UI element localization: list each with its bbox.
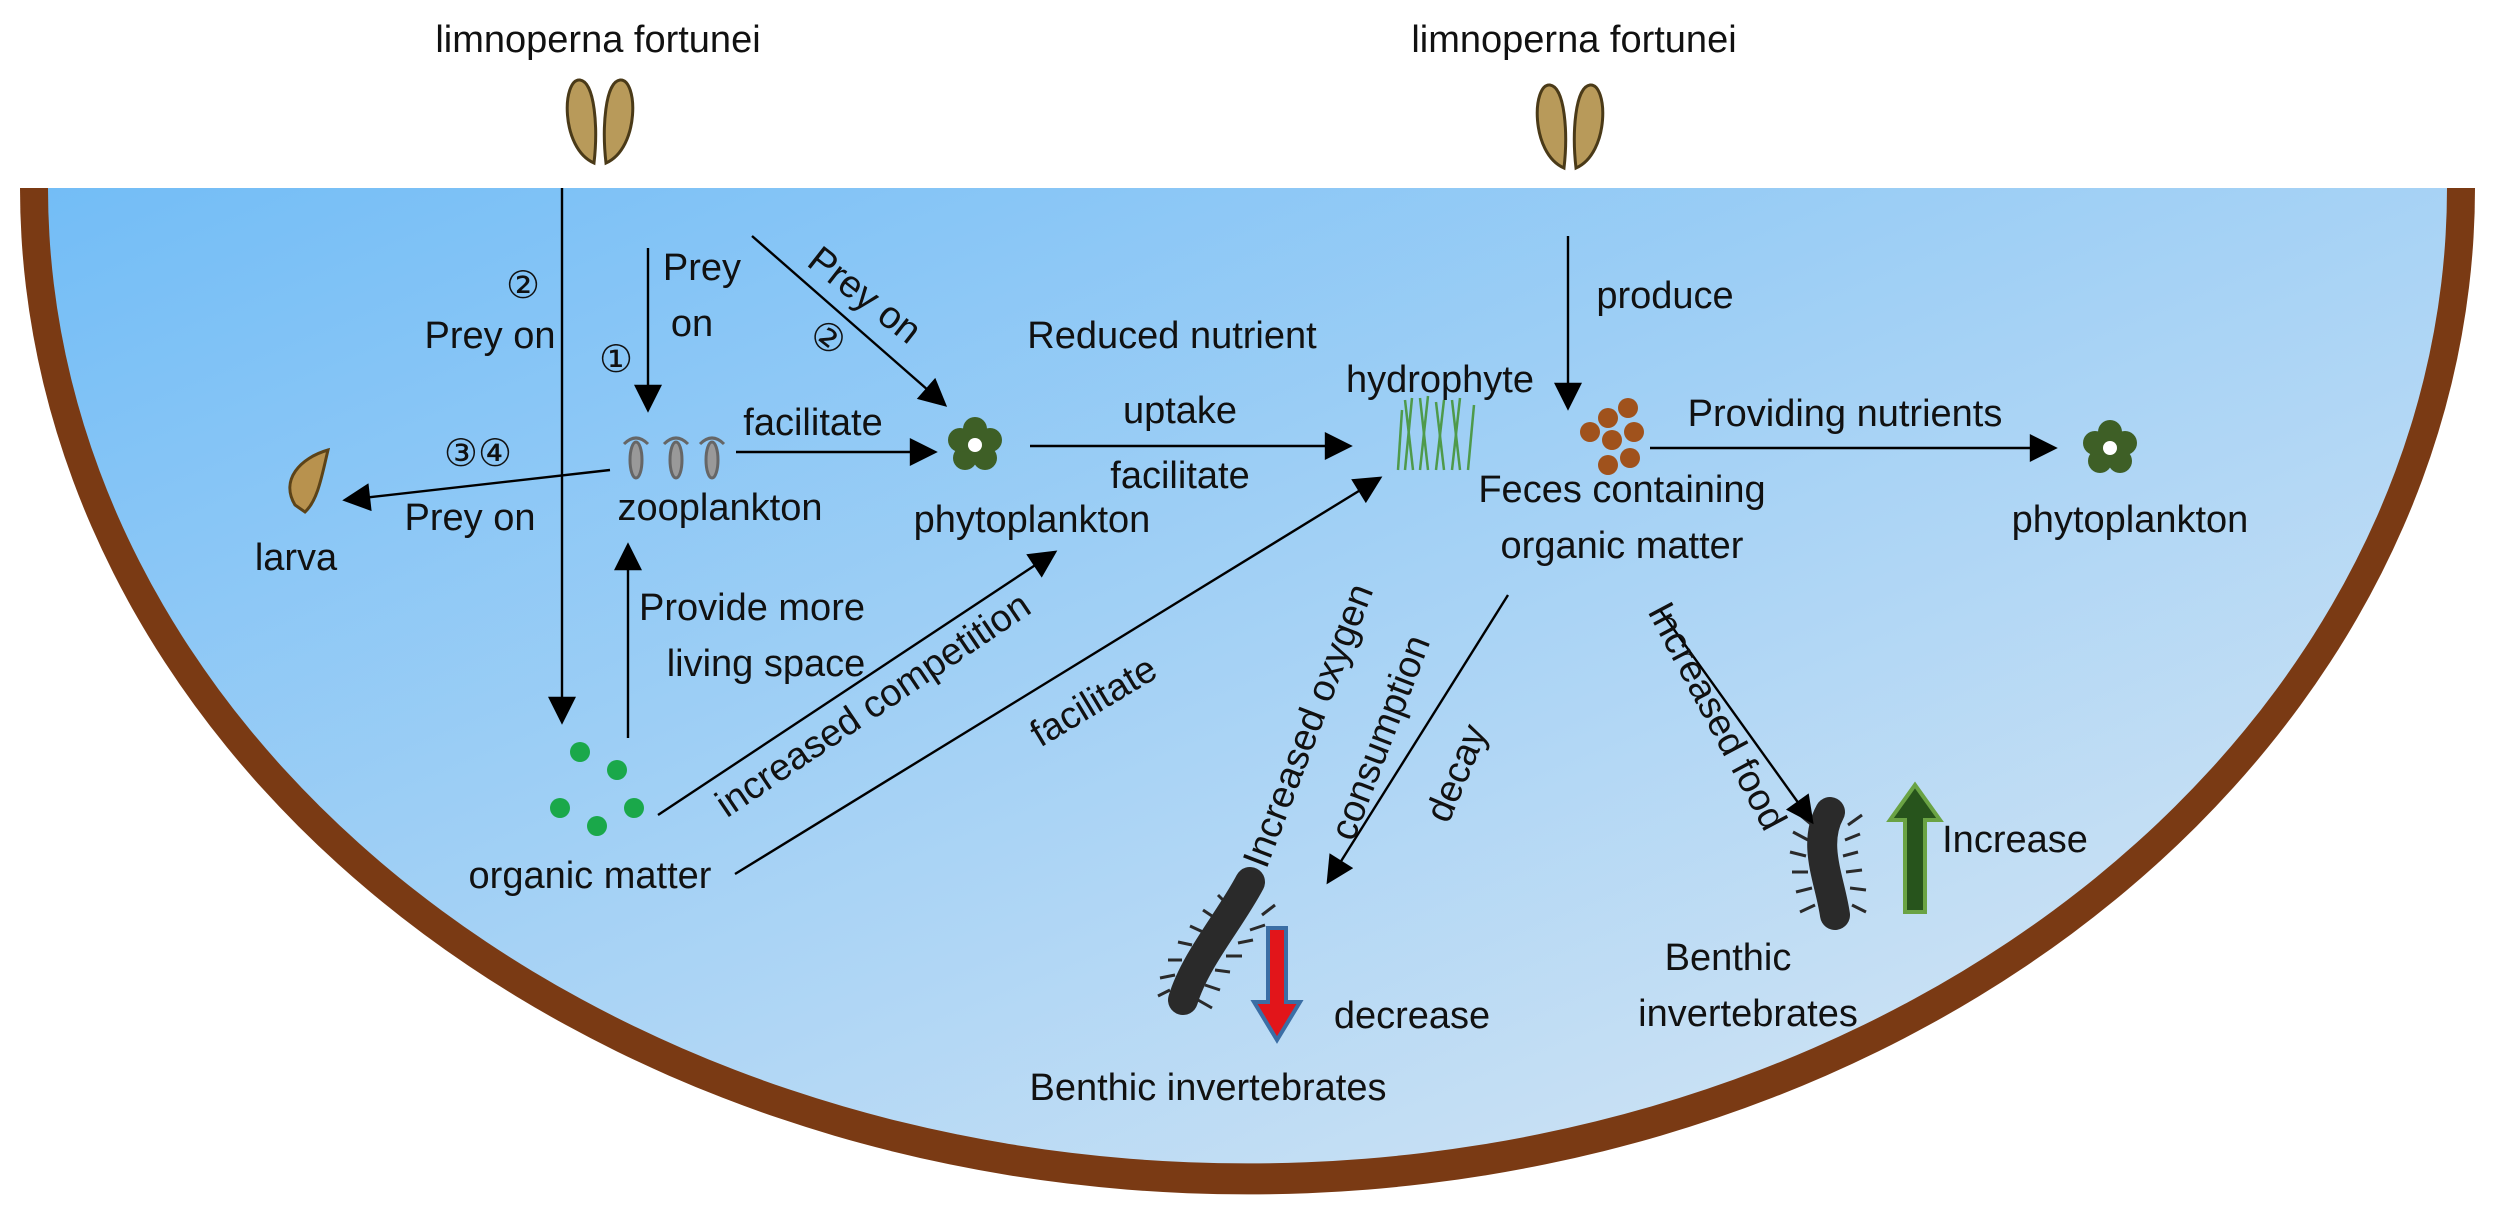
label-facilitate-phyto-hydro: facilitate xyxy=(1110,455,1249,497)
arrow-feces-to-benthic-left xyxy=(1326,594,1510,885)
label-benthic-left: Benthic invertebrates xyxy=(1030,1067,1387,1109)
label-produce: produce xyxy=(1596,275,1733,317)
feces-icon xyxy=(1580,398,1644,475)
label-feces-1: Feces containing xyxy=(1478,469,1765,511)
arrow-organic-to-hydrophyte xyxy=(734,476,1383,876)
increase-arrow-icon xyxy=(1886,781,1944,914)
label-prey-on-left: Prey on xyxy=(425,315,556,357)
label-circ34: ③④ xyxy=(444,433,512,475)
label-benthic-right-2: invertebrates xyxy=(1638,993,1858,1035)
label-provide-space-2: living space xyxy=(667,643,866,685)
label-prey-on-center-2: on xyxy=(671,303,713,345)
phytoplankton-center-icon xyxy=(948,417,1002,470)
arrow-feces-to-benthic-right xyxy=(1659,609,1814,825)
label-feces-2: organic matter xyxy=(1501,525,1744,567)
label-zooplankton: zooplankton xyxy=(618,487,823,529)
label-phytoplankton-right: phytoplankton xyxy=(2012,499,2249,541)
label-hydrophyte: hydrophyte xyxy=(1346,359,1534,401)
label-benthic-right-1: Benthic xyxy=(1665,937,1792,979)
arrow-organic-to-phytoplankton xyxy=(657,550,1058,817)
label-larva: larva xyxy=(255,537,338,579)
label-providing-nutrients: Providing nutrients xyxy=(1688,393,2003,435)
hydrophyte-icon xyxy=(1396,395,1476,471)
label-provide-space-1: Provide more xyxy=(639,587,865,629)
label-uptake: uptake xyxy=(1123,390,1237,432)
label-organic-matter: organic matter xyxy=(469,855,712,897)
label-prey-on-center-1: Prey xyxy=(663,247,741,289)
decrease-arrow-icon xyxy=(1250,926,1304,1044)
label-circ2-left: ② xyxy=(506,265,540,307)
label-facilitate-zoo-phyto: facilitate xyxy=(743,402,882,444)
arrow-zooplankton-to-larva xyxy=(342,468,611,512)
mussel-right-icon xyxy=(1535,83,1605,171)
label-increase: Increase xyxy=(1942,819,2088,861)
arrow-mussel-prey-phytoplankton xyxy=(751,235,948,407)
mussel-left-icon xyxy=(565,78,635,166)
label-prey-on-larva: Prey on xyxy=(405,497,536,539)
label-mussel-right: limnoperna fortunei xyxy=(1411,19,1736,61)
label-decrease: decrease xyxy=(1334,995,1490,1037)
organic-matter-icon xyxy=(550,742,644,836)
larva-icon xyxy=(288,447,331,514)
zooplankton-icon xyxy=(622,436,726,480)
label-phytoplankton-center: phytoplankton xyxy=(914,499,1151,541)
benthic-invertebrate-left-icon xyxy=(1157,867,1276,1015)
phytoplankton-right-icon xyxy=(2083,420,2137,473)
label-circ1: ① xyxy=(599,339,633,381)
label-mussel-left: limnoperna fortunei xyxy=(435,19,760,61)
label-reduced-nutrient: Reduced nutrient xyxy=(1027,315,1317,357)
